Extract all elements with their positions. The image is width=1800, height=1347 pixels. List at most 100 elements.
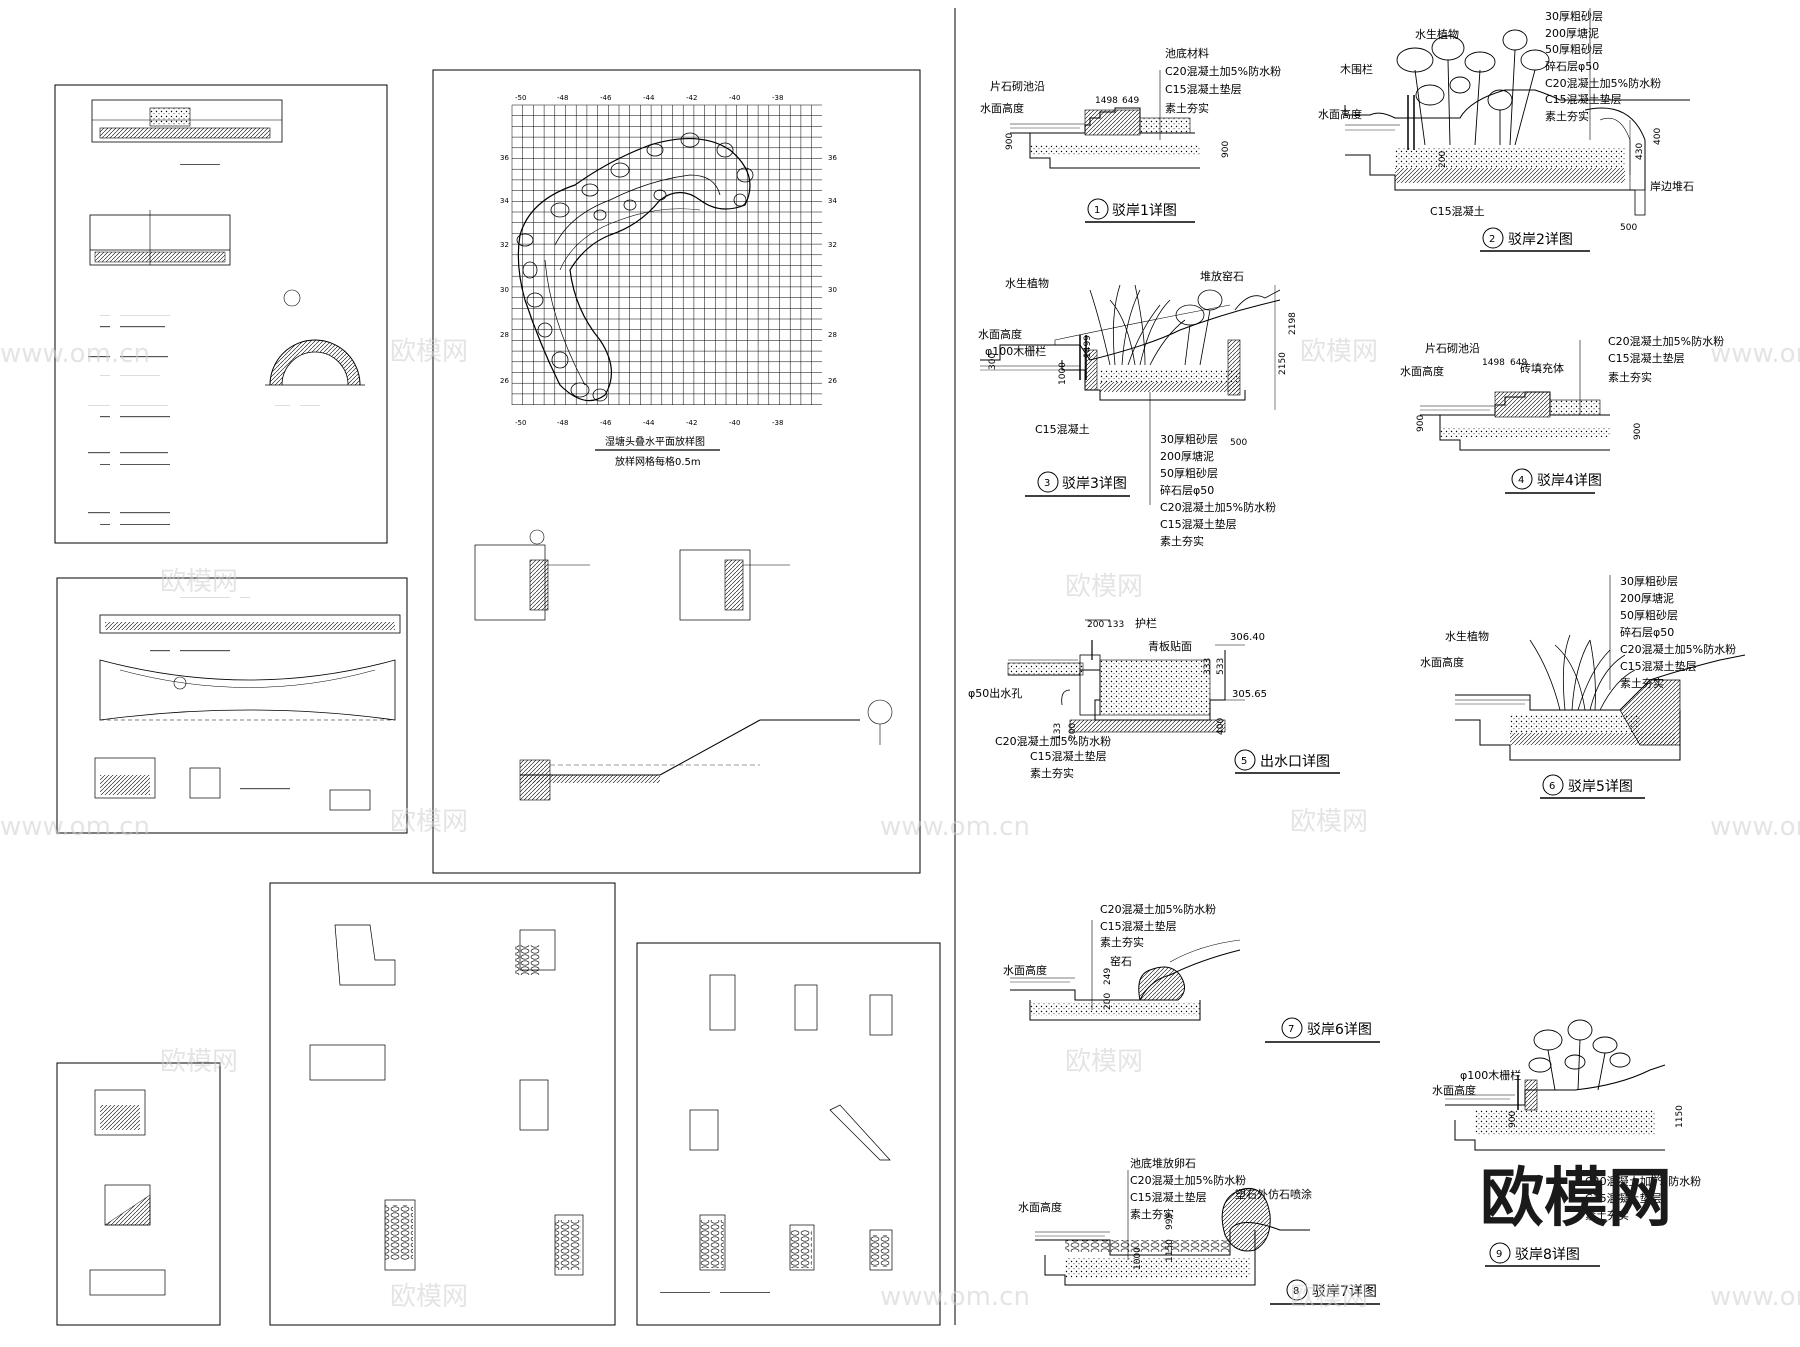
grid-x-label: -38 <box>772 94 783 102</box>
watermark: 欧模网 <box>390 807 468 837</box>
d2-label: 木围栏 <box>1340 62 1373 76</box>
d3-dim: 1499 <box>1083 335 1093 358</box>
bank-section-a <box>474 529 590 643</box>
d1-label: C20混凝土加5%防水粉 <box>1165 64 1281 78</box>
grid-y-label: 32 <box>500 241 509 249</box>
d7-dim: 249 <box>1103 968 1113 985</box>
d1-dim: 1498 <box>1095 96 1118 106</box>
d8-label: 池底堆放卵石 <box>1130 1156 1196 1170</box>
d2-dim: 500 <box>1620 223 1637 233</box>
d2-dim: 200 <box>1438 151 1448 168</box>
d2-stack: C20混凝土加5%防水粉 <box>1545 76 1661 90</box>
watermark: 欧模网 <box>160 567 238 597</box>
d8-dim: 1000 <box>1133 1247 1143 1270</box>
d7-dim: 200 <box>1103 993 1113 1010</box>
d6-label: 水面高度 <box>1420 655 1464 669</box>
d5-label: C15混凝土垫层 <box>1030 749 1107 763</box>
water-lily-plants <box>1528 1019 1631 1091</box>
d1-label: C15混凝土垫层 <box>1165 82 1242 96</box>
d5-dim: 200 <box>1068 723 1078 740</box>
d4-label: 片石砌池沿 <box>1425 342 1480 355</box>
d2-stack: 200厚塘泥 <box>1545 26 1599 40</box>
detail-9-title: 驳岸8详图 <box>1515 1247 1580 1263</box>
d9-label: φ100木栅栏 <box>1460 1068 1521 1082</box>
detail-7-number: 7 <box>1288 1024 1294 1035</box>
d6-stack: C20混凝土加5%防水粉 <box>1620 642 1736 656</box>
d3-stack: 200厚塘泥 <box>1160 449 1214 463</box>
watermark: 欧模网 <box>1290 1282 1368 1312</box>
d5-dim: 133 <box>1107 620 1124 630</box>
detail-2-number-circle <box>1482 227 1504 249</box>
detail-6-number: 6 <box>1549 781 1555 792</box>
d2-stack: 素土夯实 <box>1545 109 1589 123</box>
d9-label: 水面高度 <box>1432 1083 1476 1097</box>
d5-dim: 133 <box>1053 723 1063 740</box>
detail-8-bank: 池底堆放卵石 C20混凝土加5%防水粉 C15混凝土垫层 素土夯实 塑石外仿石喷… <box>1018 1156 1380 1305</box>
detail-3-bank: 水生植物 堆放窑石 φ100木栅栏 水面高度 C15混凝土 30厚粗砂层 200… <box>978 269 1298 548</box>
d8-label: C20混凝土加5%防水粉 <box>1130 1173 1246 1187</box>
grid-x-label: -38 <box>772 419 783 427</box>
water-lily-plants <box>1396 29 1550 146</box>
d5-dim: 333 <box>1203 658 1213 675</box>
grid-plan-title: 湿塘头叠水平面放样图 <box>605 435 705 448</box>
watermark: 欧模网 <box>1290 807 1368 837</box>
grid-plan-subtitle: 放样网格每格0.5m <box>615 455 701 468</box>
aquatic-grass <box>1529 634 1636 711</box>
grid-y-label: 26 <box>500 377 509 385</box>
detail-7-bank: C20混凝土加5%防水粉 C15混凝土垫层 素土夯实 窑石 水面高度 249 2… <box>1003 902 1380 1043</box>
detail-3-title: 驳岸3详图 <box>1062 476 1127 492</box>
d6-label: 水生植物 <box>1445 629 1489 643</box>
fan-plan-drawing <box>265 289 365 408</box>
d2-dim: 400 <box>1653 128 1663 145</box>
d7-label: 素土夯实 <box>1100 935 1144 949</box>
d5-label: C20混凝土加5%防水粉 <box>995 734 1111 748</box>
d8-label: 素土夯实 <box>1130 1207 1174 1221</box>
pond-edge-stones <box>516 132 754 402</box>
grid-x-label: -44 <box>643 419 655 427</box>
d9-dim: 500 <box>1648 1171 1665 1181</box>
d6-stack: 素土夯实 <box>1620 676 1664 690</box>
d5-dim: 306.40 <box>1230 632 1265 643</box>
left-panel-bottom-a <box>269 882 616 1326</box>
d2-label: C15混凝土 <box>1430 204 1485 218</box>
d4-dim: 900 <box>1633 423 1643 440</box>
detail-3-number: 3 <box>1044 478 1050 489</box>
left-panel-mid-elevation <box>56 577 408 834</box>
d3-dim: 2198 <box>1288 312 1298 335</box>
grid-y-label: 36 <box>828 154 837 162</box>
d2-label: 岸边堆石 <box>1650 180 1694 193</box>
section-drawing-b <box>89 210 231 266</box>
d1-dim: 649 <box>1122 96 1139 106</box>
grid-y-label: 34 <box>500 197 509 205</box>
left-panel-bottom-c <box>56 1062 221 1326</box>
d5-label: 青板贴面 <box>1148 639 1192 653</box>
detail-5-title: 出水口详图 <box>1260 754 1330 770</box>
d2-label: 水生植物 <box>1415 27 1459 41</box>
grid-x-label: -44 <box>643 94 655 102</box>
detail-7-number-circle <box>1281 1017 1303 1039</box>
d2-stack: 碎石层φ50 <box>1545 59 1599 73</box>
d3-stack: 碎石层φ50 <box>1160 483 1214 497</box>
grid-x-label: -48 <box>557 94 568 102</box>
grid-x-label: -50 <box>515 94 526 102</box>
grid-y-label: 34 <box>828 197 837 205</box>
watermark-url: www.om.cn <box>0 812 150 842</box>
d8-label: 塑石外仿石喷涂 <box>1235 1187 1312 1201</box>
detail-1-number-circle <box>1087 198 1109 220</box>
d7-label: 窑石 <box>1110 954 1132 968</box>
detail-8-title: 驳岸7详图 <box>1312 1284 1377 1300</box>
d7-label: 水面高度 <box>1003 963 1047 977</box>
grid-x-label: -42 <box>686 94 697 102</box>
d2-stack: 50厚粗砂层 <box>1545 43 1603 56</box>
d8-label: 水面高度 <box>1018 1200 1062 1214</box>
grid-lines <box>511 104 822 405</box>
watermark: 欧模网 <box>1065 1047 1143 1077</box>
detail-5-number: 5 <box>1241 756 1247 767</box>
d1-label: 池底材料 <box>1165 46 1209 60</box>
d3-stack: 30厚粗砂层 <box>1160 433 1218 446</box>
d3-dim: 500 <box>1230 438 1247 448</box>
d1-dim: 900 <box>1221 141 1231 158</box>
grid-x-label: -48 <box>557 419 568 427</box>
d8-label: C15混凝土垫层 <box>1130 1190 1207 1204</box>
